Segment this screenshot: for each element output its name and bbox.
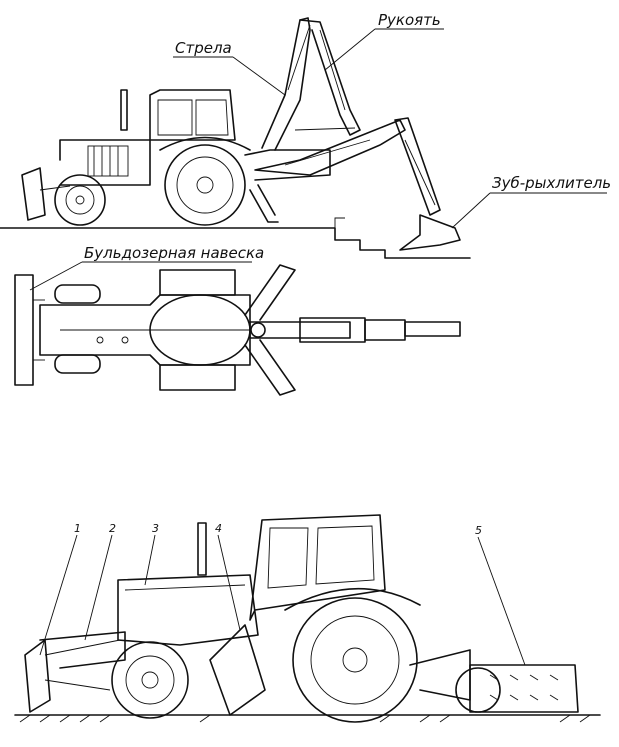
stick-working <box>394 117 441 216</box>
callout-2: 2 <box>109 522 116 535</box>
callout-1: 1 <box>74 522 81 535</box>
dozer-blade-plan <box>14 274 34 386</box>
middle-tool <box>209 624 266 716</box>
callout-3: 3 <box>152 522 159 535</box>
boom-working <box>254 119 406 176</box>
top-labels: Стрела Рукоять Зуб-рыхлитель Бульдозерна… <box>84 11 611 262</box>
sweeper-tractor-side-view <box>14 514 601 723</box>
front-blade <box>24 639 51 713</box>
sweeper-rear-wheel <box>292 597 418 723</box>
front-wheel <box>54 174 106 226</box>
callout-4: 4 <box>215 522 222 535</box>
ripper-bucket <box>399 214 461 251</box>
label-stick: Рукоять <box>378 11 441 29</box>
sweeper-front-wheel <box>111 641 189 719</box>
label-boom: Стрела <box>175 39 232 57</box>
callout-5: 5 <box>475 524 482 537</box>
rear-wheel <box>164 144 246 226</box>
excavator-tractor-plan-view <box>14 264 461 396</box>
label-ripper-tooth: Зуб-рыхлитель <box>492 174 611 192</box>
excavator-tractor-side-view <box>0 17 471 259</box>
label-dozer-attachment: Бульдозерная навеска <box>84 244 264 262</box>
top-leader-lines <box>29 28 607 291</box>
rear-brush <box>469 664 579 713</box>
bottom-callouts: 1 2 3 4 5 <box>74 522 482 537</box>
bottom-leader-lines <box>39 534 526 666</box>
